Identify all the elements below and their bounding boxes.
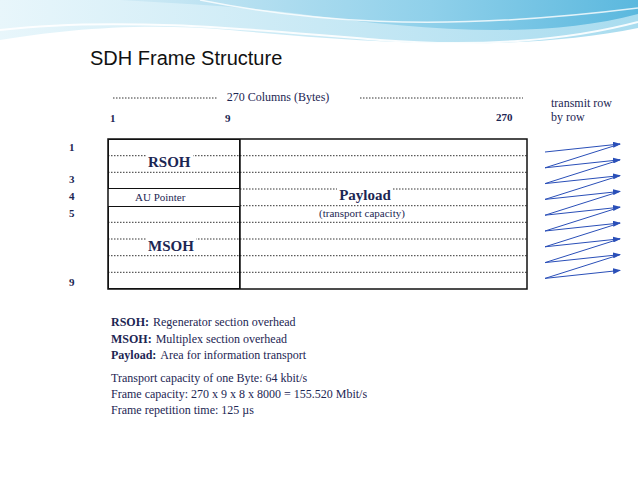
note-line: Frame repetition time: 125 µs <box>111 404 254 418</box>
column-count: 270 Columns (Bytes) <box>227 91 330 105</box>
column-number: 1 <box>110 112 116 125</box>
definition-term: MSOH: <box>111 333 152 347</box>
definition-term: RSOH: <box>111 316 149 330</box>
note-line: Frame capacity: 270 x 9 x 8 x 8000 = 155… <box>111 388 367 402</box>
row-number: 4 <box>69 190 75 203</box>
overhead-box: RSOH <box>108 139 240 189</box>
node-text: Payload <box>337 187 393 204</box>
column-number: 270 <box>496 111 513 124</box>
pointer-row: AU Pointer <box>108 189 240 206</box>
row-number: 1 <box>69 141 75 154</box>
overhead-box: MSOH <box>108 206 240 289</box>
slide-title: SDH Frame Structure <box>90 47 282 70</box>
row-number: 9 <box>69 276 75 289</box>
column-number: 9 <box>225 112 231 125</box>
note-line: Transport capacity of one Byte: 64 kbit/… <box>111 372 307 386</box>
definition-text: Multiplex section overhead <box>156 333 287 347</box>
definition-text: Regenerator section overhead <box>153 316 296 330</box>
node-text: AU Pointer <box>133 191 187 204</box>
definition-term: Payload: <box>111 349 156 363</box>
row-number: 3 <box>69 173 75 186</box>
node-text: RSOH <box>146 154 193 171</box>
definition-text: Area for information transport <box>160 349 306 363</box>
row-number: 5 <box>69 207 75 220</box>
node-text: (transport capacity) <box>317 207 407 220</box>
transmit-note: transmit row by row <box>551 97 623 125</box>
payload-area: Payload (transport capacity) <box>240 139 527 289</box>
node-text: MSOH <box>146 238 196 255</box>
